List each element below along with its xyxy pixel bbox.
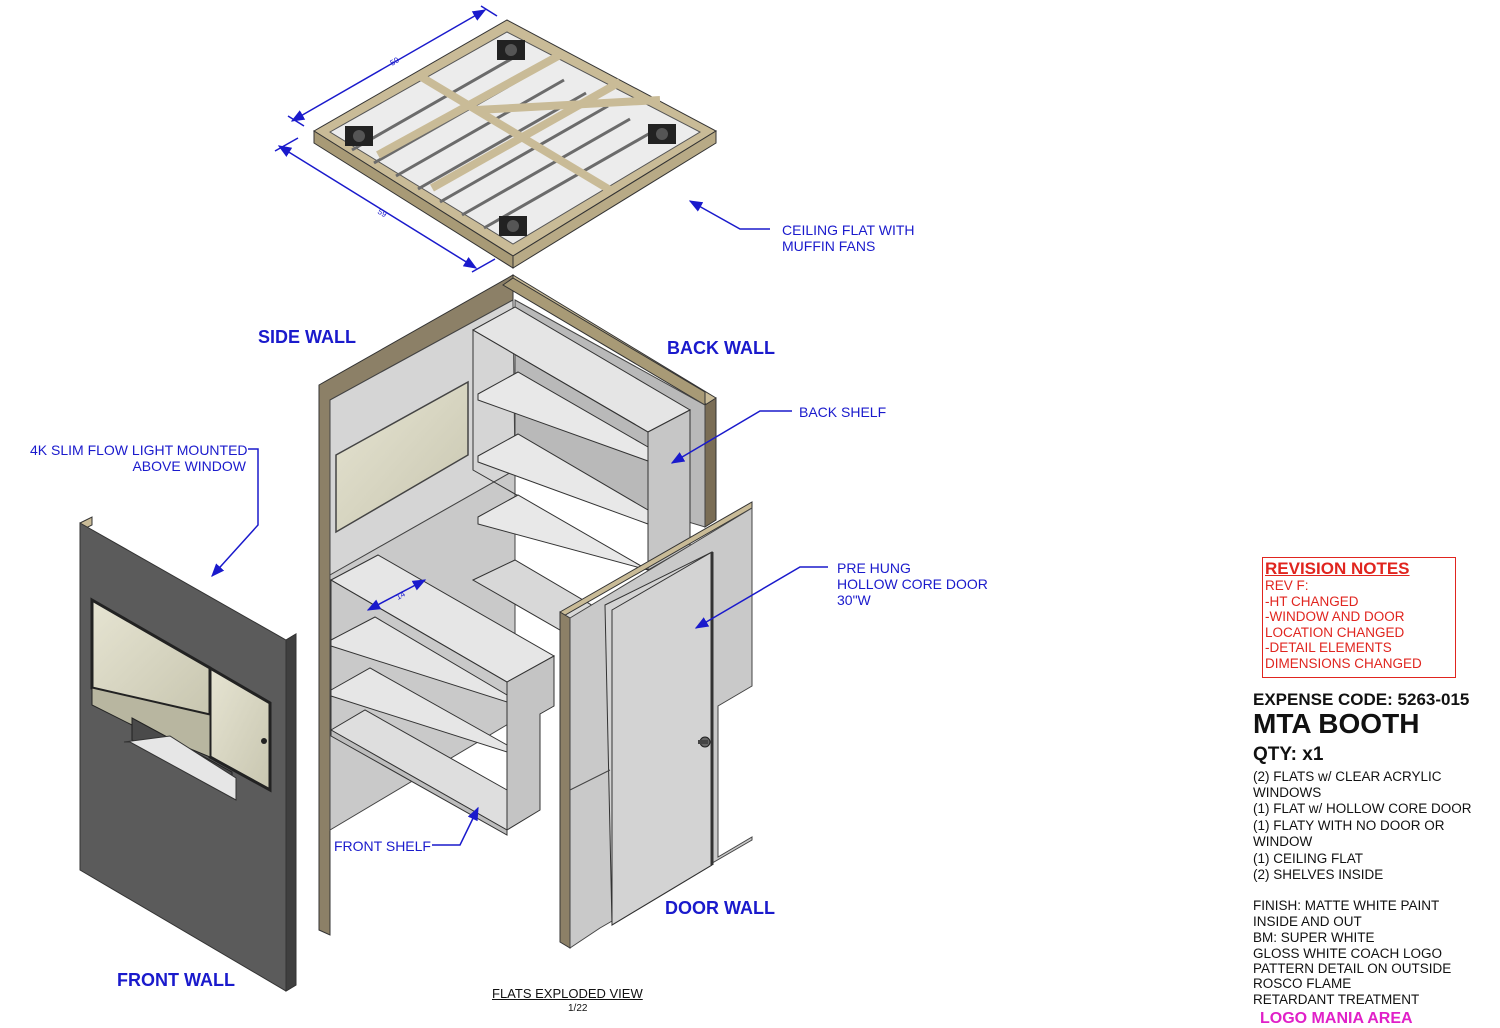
door-label-line-1: PRE HUNG [837,560,911,576]
item-line: (1) FLAT w/ HOLLOW CORE DOOR [1253,801,1472,816]
revision-line: REV F: [1265,578,1309,593]
dim-ceiling-top: 59 [389,55,402,68]
finish-line: BM: SUPER WHITE [1253,930,1375,945]
dim-ceiling-side: 59 [376,207,389,220]
ceiling-label-line-2: MUFFIN FANS [782,238,876,254]
finish-line: RETARDANT TREATMENT [1253,992,1420,1007]
door-label-line-3: 30"W [837,592,871,608]
front-shelf [329,554,556,836]
light-label-line-2: ABOVE WINDOW [132,458,246,474]
revision-line: DIMENSIONS CHANGED [1265,655,1422,671]
ceiling-label-line-1: CEILING FLAT WITH [782,222,915,238]
revision-line: -WINDOW AND DOOR [1265,609,1405,625]
revision-line: -DETAIL ELEMENTS [1265,640,1392,656]
item-line: (1) CEILING FLAT [1253,851,1364,866]
item-line: (1) FLATY WITH NO DOOR OR [1253,818,1445,833]
revision-line: -HT CHANGED [1265,593,1359,609]
revision-notes-title: REVISION NOTES [1265,559,1410,578]
side-wall-title: SIDE WALL [258,327,356,347]
view-scale: 1/22 [568,1003,588,1014]
drawing-title: MTA BOOTH [1253,708,1420,739]
item-line: WINDOW [1253,834,1313,849]
front-wall [79,516,297,992]
back-shelf-label: BACK SHELF [799,404,887,420]
finish-line: INSIDE AND OUT [1253,914,1362,929]
revision-line: LOCATION CHANGED [1265,624,1405,640]
expense-code: EXPENSE CODE: 5263-015 [1253,690,1470,709]
front-shelf-label: FRONT SHELF [334,838,431,854]
logo-area-label: LOGO MANIA AREA [1260,1010,1413,1027]
finish-line: PATTERN DETAIL ON OUTSIDE [1253,961,1452,976]
back-wall-title: BACK WALL [667,338,775,358]
door-label-line-2: HOLLOW CORE DOOR [837,576,988,592]
leader-lines [211,200,828,846]
ceiling-flat [274,5,718,273]
item-line: (2) SHELVES INSIDE [1253,867,1384,882]
door-wall-title: DOOR WALL [665,898,775,918]
light-label-line-1: 4K SLIM FLOW LIGHT MOUNTED [30,442,248,458]
revision-notes-box: REVISION NOTES REV F: -HT CHANGED -WINDO… [1262,557,1456,678]
item-line: (2) FLATS w/ CLEAR ACRYLIC [1253,769,1442,784]
view-caption: FLATS EXPLODED VIEW [492,986,643,1001]
muffin-fan-icon [345,40,676,236]
quantity: QTY: x1 [1253,744,1324,765]
finish-line: FINISH: MATTE WHITE PAINT [1253,898,1440,913]
finish-line: GLOSS WHITE COACH LOGO [1253,946,1443,961]
front-wall-title: FRONT WALL [117,970,235,990]
finish-line: ROSCO FLAME [1253,976,1352,991]
door-wall [559,501,753,949]
item-line: WINDOWS [1253,785,1322,800]
